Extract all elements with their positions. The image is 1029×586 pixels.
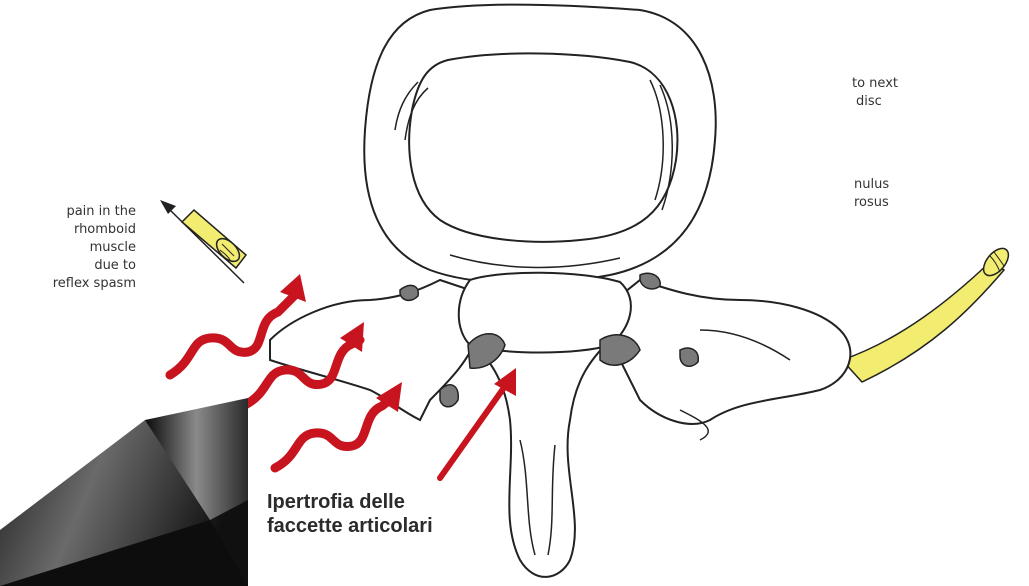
caption: Ipertrofia delle faccette articolari xyxy=(267,490,433,538)
right-annotation-line: rosus xyxy=(854,194,889,212)
right-annotation-mid: nulus rosus xyxy=(854,176,889,212)
right-annotation-line: to next xyxy=(852,75,898,93)
right-nerve xyxy=(842,244,1013,382)
left-nerve xyxy=(160,200,246,283)
vertebral-body xyxy=(364,5,715,283)
probe-device xyxy=(0,398,248,586)
left-annotation-line: muscle xyxy=(53,239,136,257)
left-annotation-line: due to xyxy=(53,257,136,275)
right-annotation-line: disc xyxy=(852,93,898,111)
right-annotation-line: nulus xyxy=(854,176,889,194)
left-annotation-line: rhomboid xyxy=(53,221,136,239)
caption-line: Ipertrofia delle xyxy=(267,490,433,514)
arrow-head-icon xyxy=(160,200,176,214)
caption-line: faccette articolari xyxy=(267,514,433,538)
left-annotation: pain in the rhomboid muscle due to refle… xyxy=(53,203,136,293)
left-annotation-line: pain in the xyxy=(53,203,136,221)
left-annotation-line: reflex spasm xyxy=(53,275,136,293)
right-annotation-top: to next disc xyxy=(852,75,898,111)
